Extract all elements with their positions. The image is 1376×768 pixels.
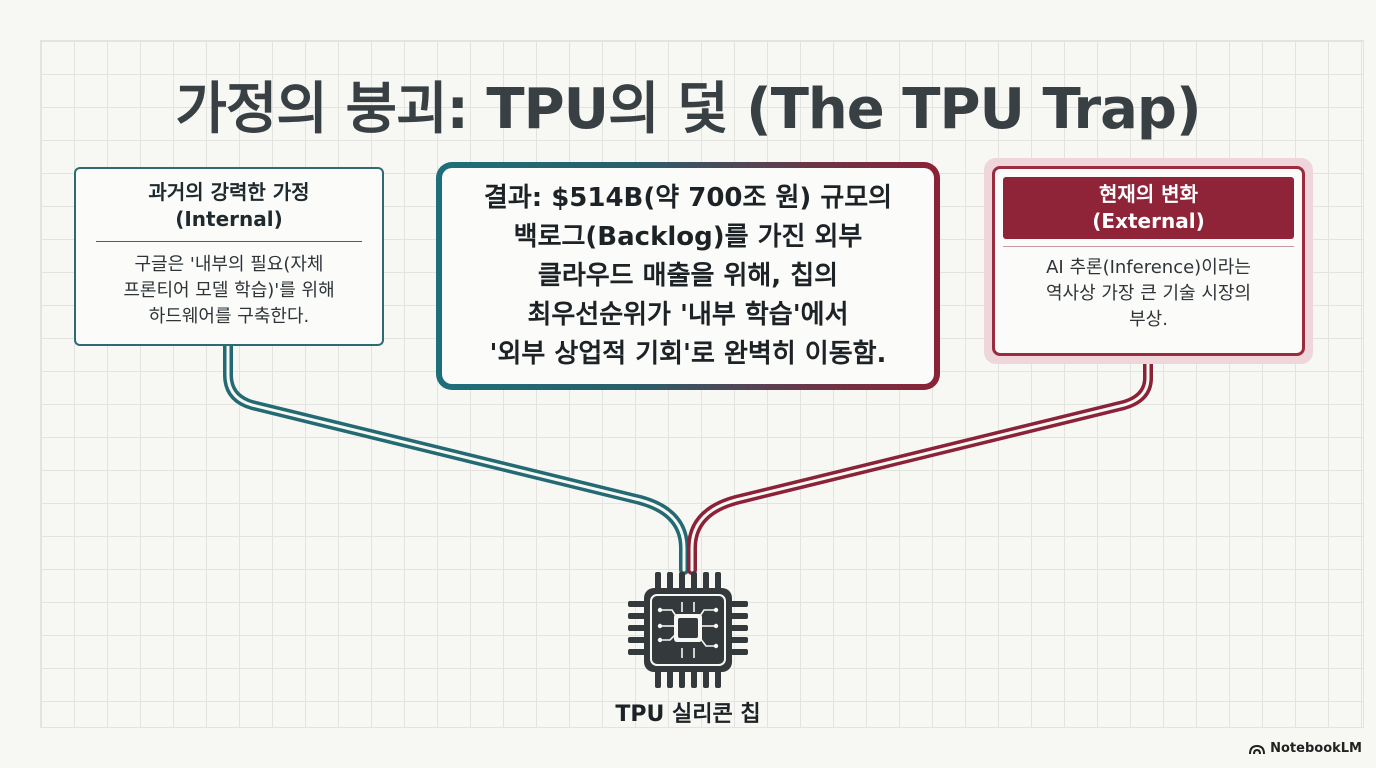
external-change-card: 현재의 변화 (External) AI 추론(Inference)이라는 역사… [984, 158, 1313, 364]
external-card-heading: 현재의 변화 (External) [1003, 177, 1294, 239]
notebooklm-logo-icon [1249, 744, 1266, 754]
chip-label: TPU 실리콘 칩 [615, 702, 761, 727]
branding-label: NotebookLM [1270, 741, 1362, 756]
external-connector [687, 359, 1153, 575]
internal-card-body: 구글은 '내부의 필요(자체 프론티어 모델 학습)'를 위해 하드웨어를 구축… [123, 254, 335, 327]
result-card: 결과: $514B(약 700조 원) 규모의 백로그(Backlog)를 가진… [436, 162, 940, 390]
external-card-body: AI 추론(Inference)이라는 역사상 가장 큰 기술 시장의 부상. [1045, 257, 1252, 330]
cpu-chip-icon [628, 572, 748, 688]
branding: NotebookLM [1249, 741, 1362, 756]
page-title: 가정의 붕괴: TPU의 덫 (The TPU Trap) [175, 77, 1201, 142]
result-card-text: 결과: $514B(약 700조 원) 규모의 백로그(Backlog)를 가진… [483, 182, 893, 369]
divider [1003, 246, 1294, 247]
internal-assumption-card: 과거의 강력한 가정 (Internal) 구글은 '내부의 필요(자체 프론티… [74, 167, 384, 346]
internal-card-heading: 과거의 강력한 가정 (Internal) [96, 179, 362, 242]
